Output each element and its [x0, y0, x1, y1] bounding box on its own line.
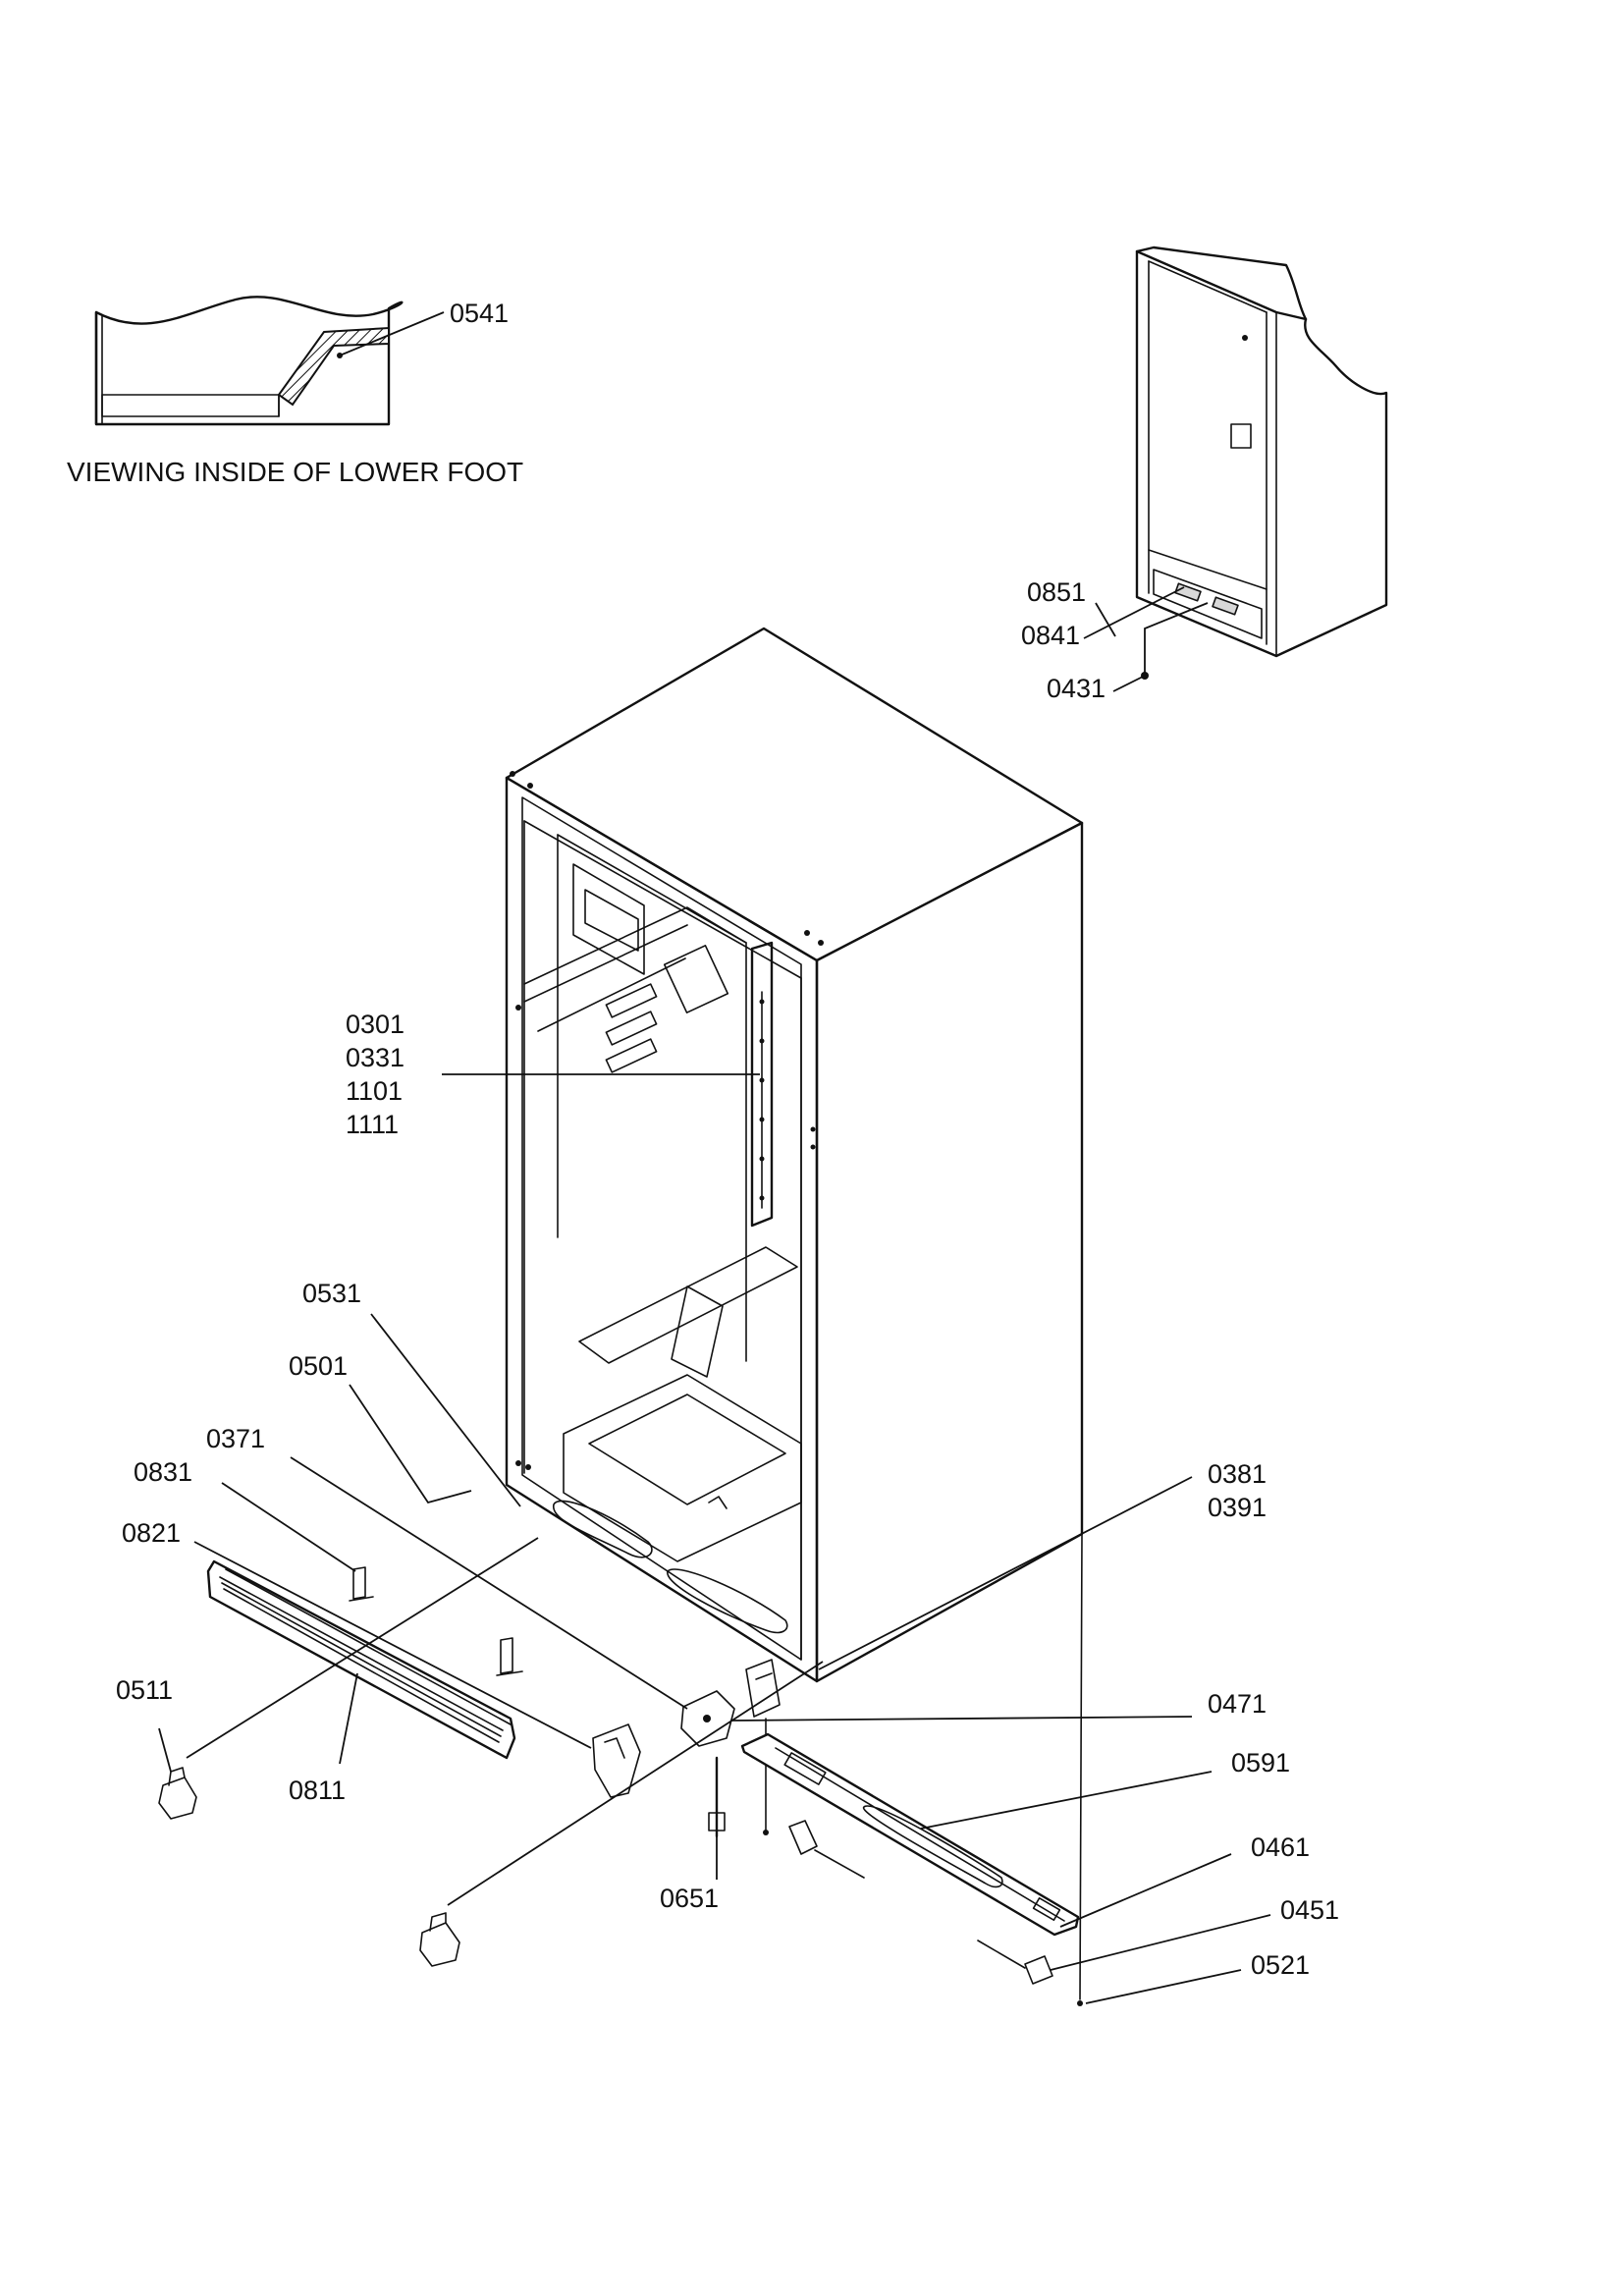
label-0461: 0461	[1251, 1832, 1310, 1862]
label-0531: 0531	[302, 1279, 361, 1308]
label-1101: 1101	[346, 1076, 403, 1106]
leader-0591	[920, 1771, 1213, 1830]
label-0821: 0821	[122, 1518, 181, 1548]
leader-0431	[1112, 602, 1209, 692]
leader-0371	[290, 1456, 688, 1710]
leader-0531	[370, 1313, 521, 1507]
leader-0451	[1050, 1914, 1271, 1971]
label-0391: 0391	[1208, 1493, 1267, 1522]
rear-view: 0851 0841 0431	[1021, 246, 1388, 703]
refrigerator-cabinet	[505, 627, 1084, 1683]
inset-lower-foot: 0541 VIEWING INSIDE OF LOWER FOOT	[67, 296, 523, 487]
label-0501: 0501	[289, 1351, 348, 1381]
label-0651: 0651	[660, 1884, 719, 1913]
label-0591: 0591	[1231, 1748, 1290, 1777]
label-0521: 0521	[1251, 1950, 1310, 1980]
label-0471: 0471	[1208, 1689, 1267, 1719]
label-0811: 0811	[289, 1776, 346, 1805]
leader-0381	[818, 1476, 1193, 1670]
leader-0541	[339, 311, 445, 356]
leader-0811	[339, 1672, 358, 1765]
label-0511: 0511	[116, 1675, 173, 1705]
leader-0501	[349, 1384, 472, 1504]
label-0371: 0371	[206, 1424, 265, 1453]
label-0331: 0331	[346, 1043, 404, 1072]
label-1111: 1111	[346, 1110, 399, 1139]
leader-0511	[158, 1727, 172, 1773]
callout-labels: 0301 0331 1101 1111 0531 0501 0371 0831 …	[116, 1010, 1339, 1980]
leader-0471-b	[447, 1661, 824, 1906]
leader-0831	[221, 1482, 356, 1572]
leader-0841	[1083, 586, 1185, 639]
leader-0511-b	[186, 1537, 539, 1759]
label-0841: 0841	[1021, 621, 1080, 650]
label-0451: 0451	[1280, 1895, 1339, 1925]
leader-0851	[1095, 602, 1116, 637]
leader-0821	[193, 1541, 592, 1749]
bottom-tray	[680, 1533, 1083, 2006]
label-0541: 0541	[450, 299, 509, 328]
label-0381: 0381	[1208, 1459, 1267, 1489]
leader-lines	[158, 1073, 1271, 2004]
label-0301: 0301	[346, 1010, 404, 1039]
leader-0471	[729, 1716, 1193, 1722]
leader-0521	[1085, 1969, 1242, 2004]
label-0851: 0851	[1027, 577, 1086, 607]
label-0831: 0831	[134, 1457, 192, 1487]
grille-assembly	[158, 1559, 641, 1967]
leader-0461	[1059, 1853, 1232, 1928]
label-0431: 0431	[1047, 674, 1106, 703]
inset-caption: VIEWING INSIDE OF LOWER FOOT	[67, 457, 523, 487]
